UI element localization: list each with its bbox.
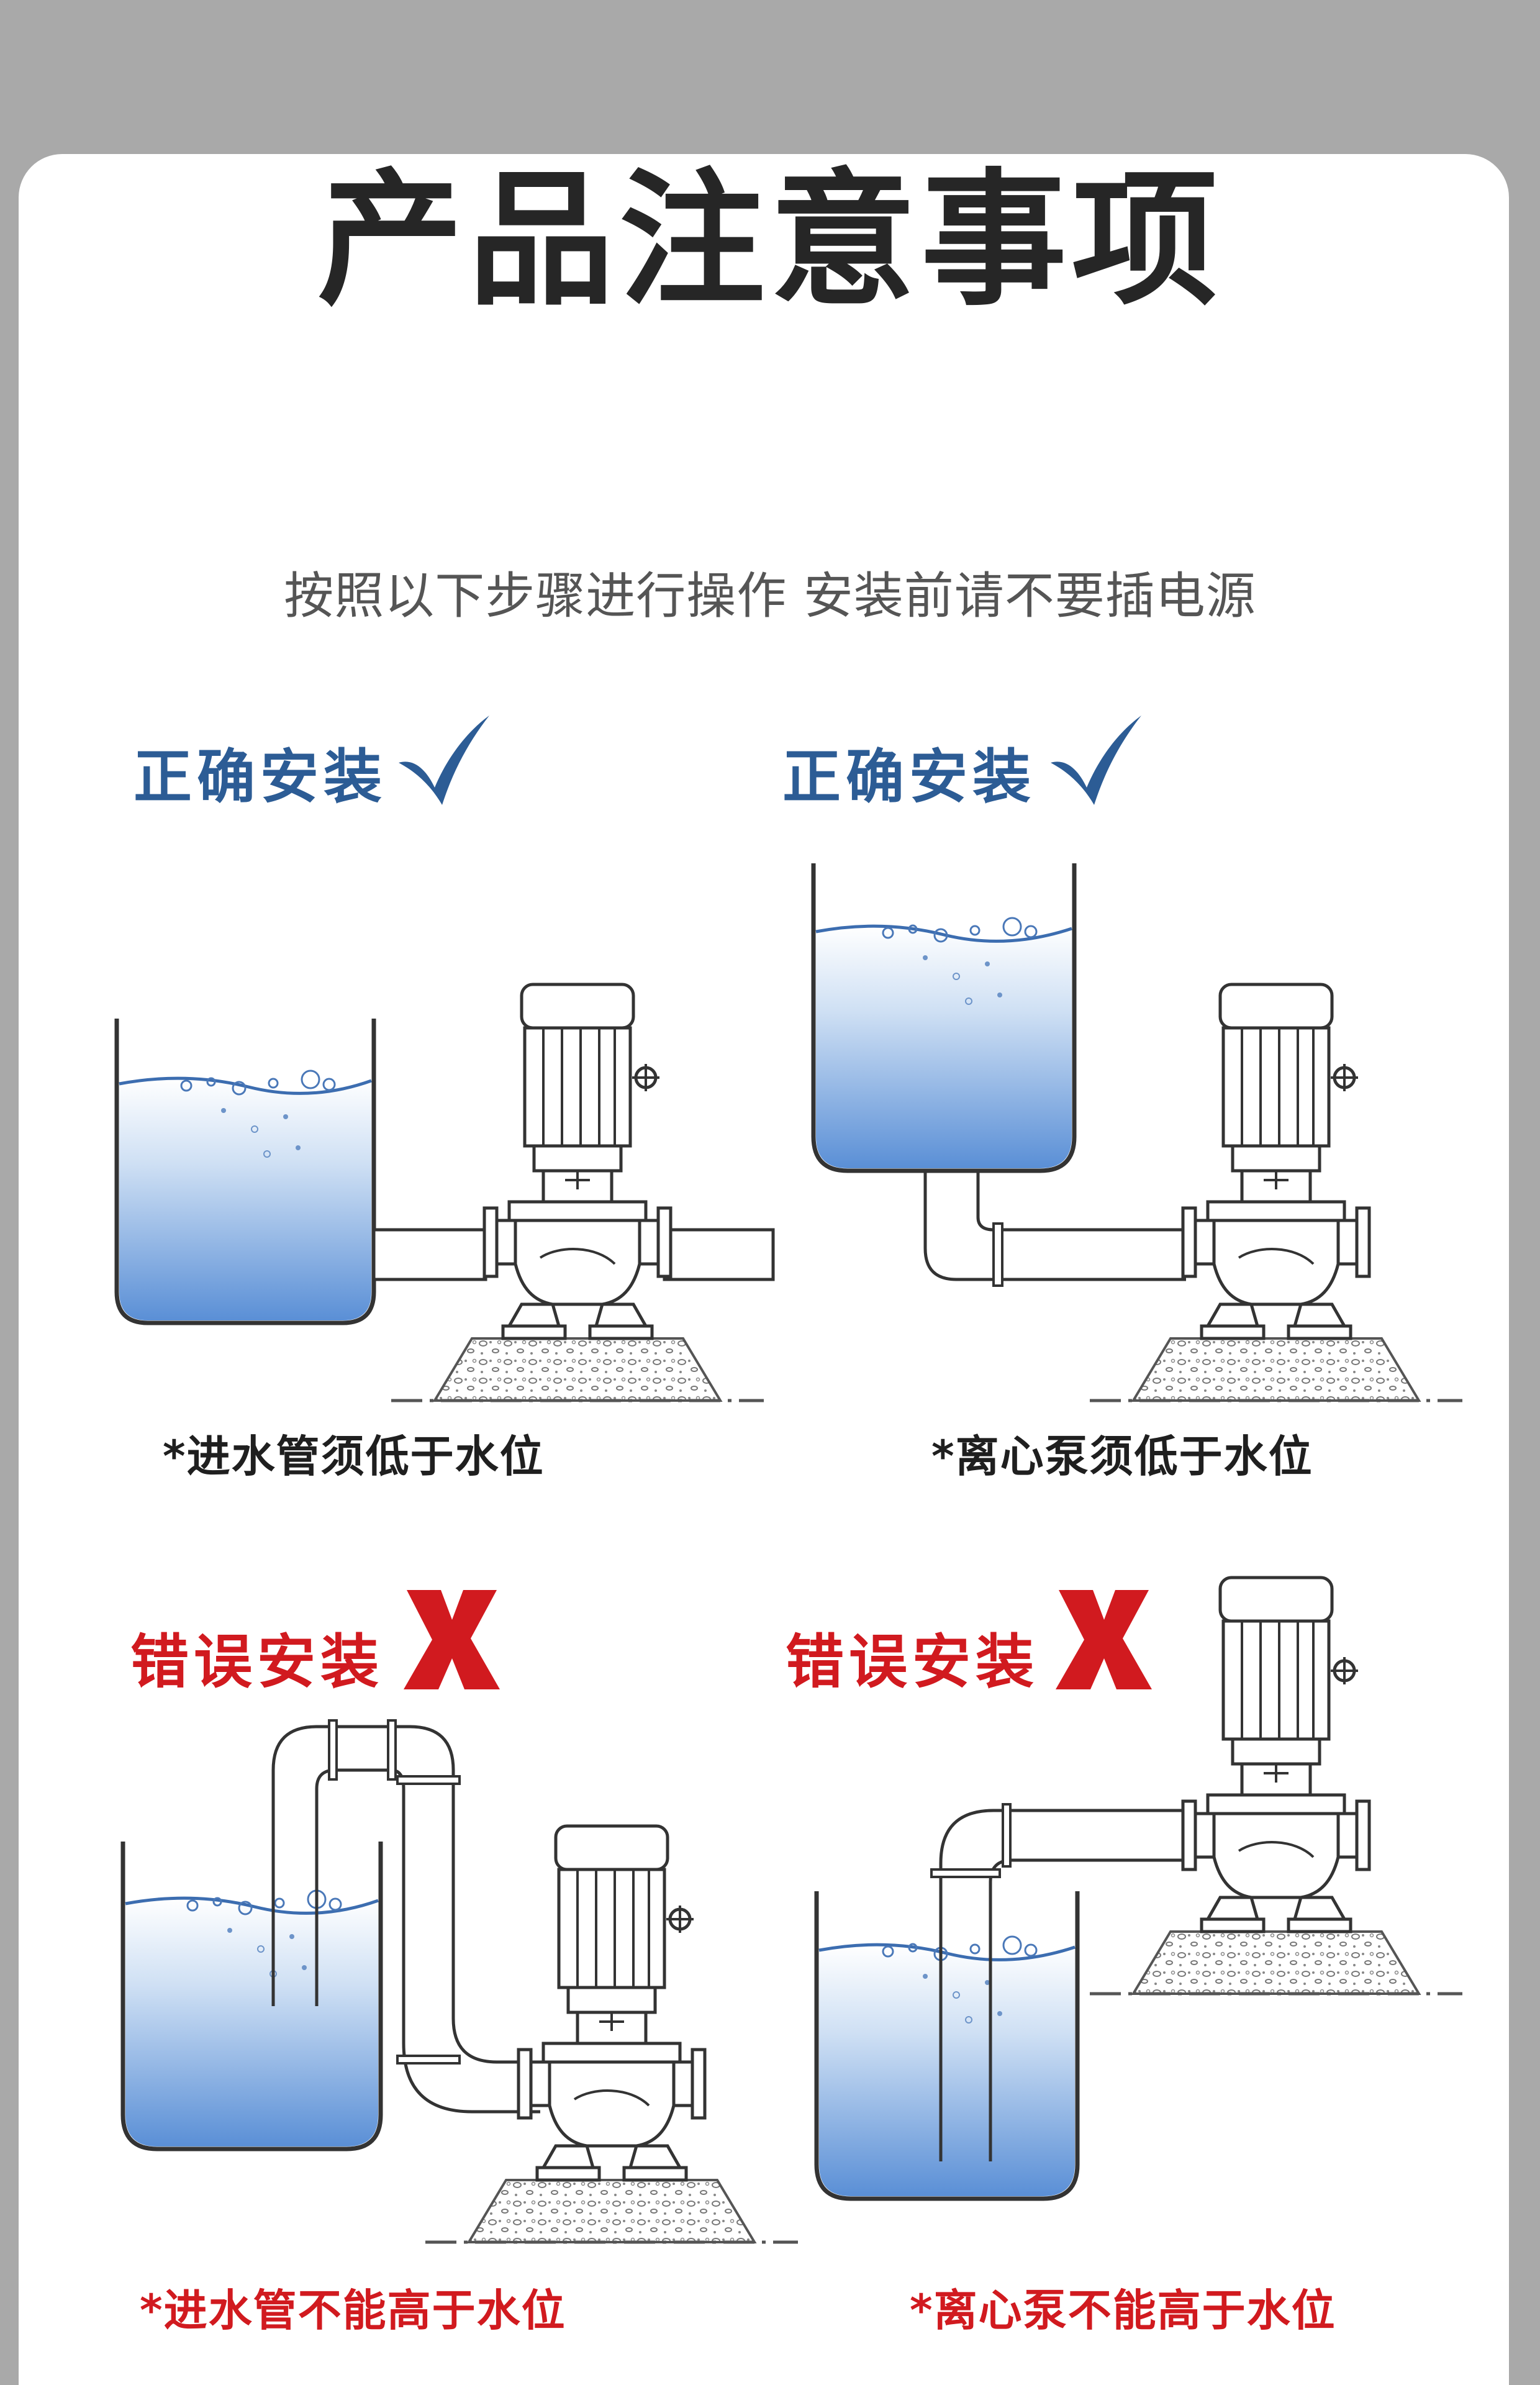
check-icon: [399, 716, 489, 805]
panel-1-caption: *进水管须低于水位: [163, 1431, 545, 1482]
page-subtitle: 按照以下步骤进行操作 安装前请不要插电源: [284, 567, 1256, 625]
page-title: 产品注意事项: [317, 156, 1223, 325]
panel-2-caption: *离心泵须低于水位: [931, 1431, 1313, 1482]
panel-4-caption: *离心泵不能高于水位: [910, 2285, 1336, 2336]
panel-1-diagram: [114, 984, 775, 1401]
panel-2-status: 正确安装: [782, 743, 1036, 811]
panel-3-status: 错误安装: [130, 1629, 384, 1696]
panel-3-caption: *进水管不能高于水位: [140, 2285, 566, 2336]
x-icon: [1056, 1590, 1152, 1689]
panel-2-diagram: [811, 863, 1462, 1401]
panel-4-diagram: [814, 1578, 1462, 2201]
check-icon: [1051, 716, 1141, 805]
panel-1-status: 正确安装: [134, 743, 387, 811]
x-icon: [404, 1590, 500, 1689]
panel-4-status: 错误安装: [786, 1629, 1040, 1696]
panel-3-diagram: [120, 1719, 798, 2242]
